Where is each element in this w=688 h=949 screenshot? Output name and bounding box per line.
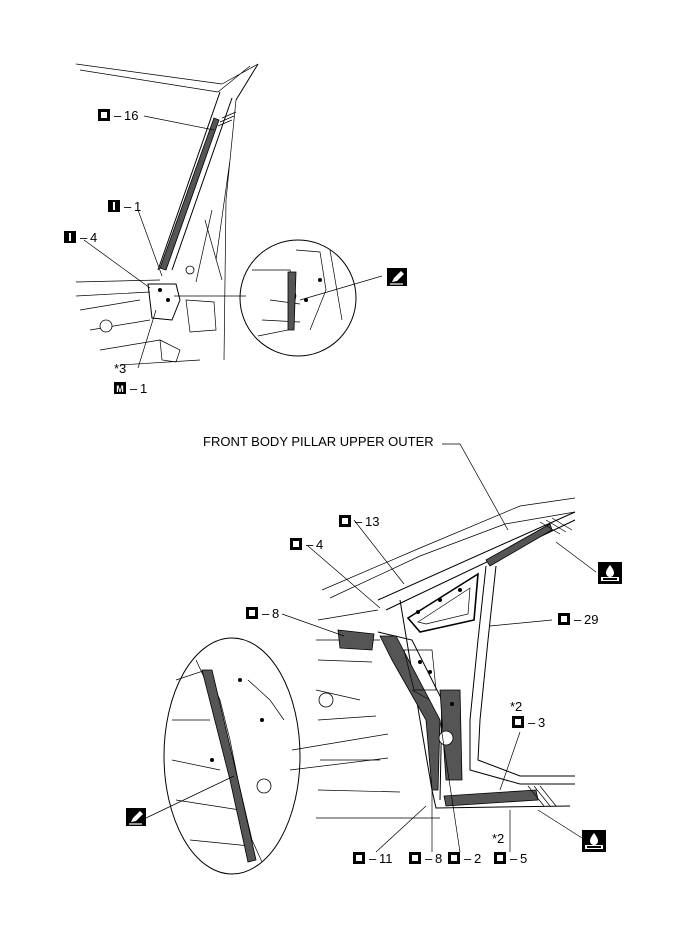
svg-text:–: – bbox=[574, 612, 582, 627]
svg-text:4: 4 bbox=[316, 537, 323, 552]
svg-text:13: 13 bbox=[365, 514, 379, 529]
callout-lower-O-29: – 29 bbox=[558, 612, 598, 627]
svg-text:–: – bbox=[306, 537, 314, 552]
pencil-icon bbox=[387, 268, 407, 286]
svg-text:–: – bbox=[124, 199, 132, 214]
seal-end-hatch bbox=[539, 517, 573, 535]
svg-text:2: 2 bbox=[474, 851, 481, 866]
lower-view bbox=[145, 497, 597, 875]
note-star3: *3 bbox=[114, 361, 126, 376]
svg-text:4: 4 bbox=[90, 230, 97, 245]
callout-upper-I-4: – 4 bbox=[64, 230, 97, 245]
svg-text:–: – bbox=[130, 381, 138, 396]
svg-text:8: 8 bbox=[435, 851, 442, 866]
sealer-icon bbox=[582, 830, 606, 852]
svg-text:5: 5 bbox=[520, 851, 527, 866]
svg-text:–: – bbox=[369, 851, 377, 866]
seal-end-hatch bbox=[527, 785, 557, 807]
callout-lower-O-8-top: – 8 bbox=[246, 606, 279, 621]
svg-text:3: 3 bbox=[538, 715, 545, 730]
callout-lower-O-8-bottom: – 8 bbox=[409, 851, 442, 866]
svg-text:29: 29 bbox=[584, 612, 598, 627]
upper-view bbox=[75, 63, 383, 369]
svg-text:–: – bbox=[262, 606, 270, 621]
zoom-circle-lower bbox=[163, 637, 301, 875]
callout-lower-O-2: – 2 bbox=[448, 851, 481, 866]
svg-text:1: 1 bbox=[140, 381, 147, 396]
svg-text:16: 16 bbox=[124, 108, 138, 123]
callout-upper-I-1: – 1 bbox=[108, 199, 141, 214]
svg-text:–: – bbox=[528, 715, 536, 730]
svg-text:1: 1 bbox=[134, 199, 141, 214]
svg-text:–: – bbox=[80, 230, 88, 245]
svg-text:–: – bbox=[114, 108, 122, 123]
note-star2-upper: *2 bbox=[510, 699, 522, 714]
sealer-icon bbox=[598, 562, 622, 584]
zoom-circle-upper bbox=[239, 239, 357, 357]
svg-text:–: – bbox=[425, 851, 433, 866]
svg-text:M: M bbox=[116, 384, 124, 394]
callout-lower-O-4: – 4 bbox=[290, 537, 323, 552]
svg-text:–: – bbox=[510, 851, 518, 866]
svg-text:–: – bbox=[464, 851, 472, 866]
callout-lower-O-3: – 3 bbox=[512, 715, 545, 730]
svg-text:8: 8 bbox=[272, 606, 279, 621]
part-name-label: FRONT BODY PILLAR UPPER OUTER bbox=[203, 434, 434, 449]
note-star2-lower: *2 bbox=[492, 831, 504, 846]
callout-lower-O-11: – 11 bbox=[353, 851, 393, 866]
pencil-icon bbox=[126, 808, 146, 826]
svg-text:–: – bbox=[355, 514, 363, 529]
svg-text:11: 11 bbox=[379, 851, 393, 866]
seal-end-hatch bbox=[217, 111, 237, 127]
callout-upper-O-16: – 16 bbox=[98, 108, 138, 123]
callout-upper-M-1: M – 1 bbox=[114, 381, 147, 396]
callout-lower-O-5: – 5 bbox=[494, 851, 527, 866]
seal-bead-upper bbox=[159, 117, 220, 271]
callout-lower-O-13: – 13 bbox=[339, 514, 379, 529]
